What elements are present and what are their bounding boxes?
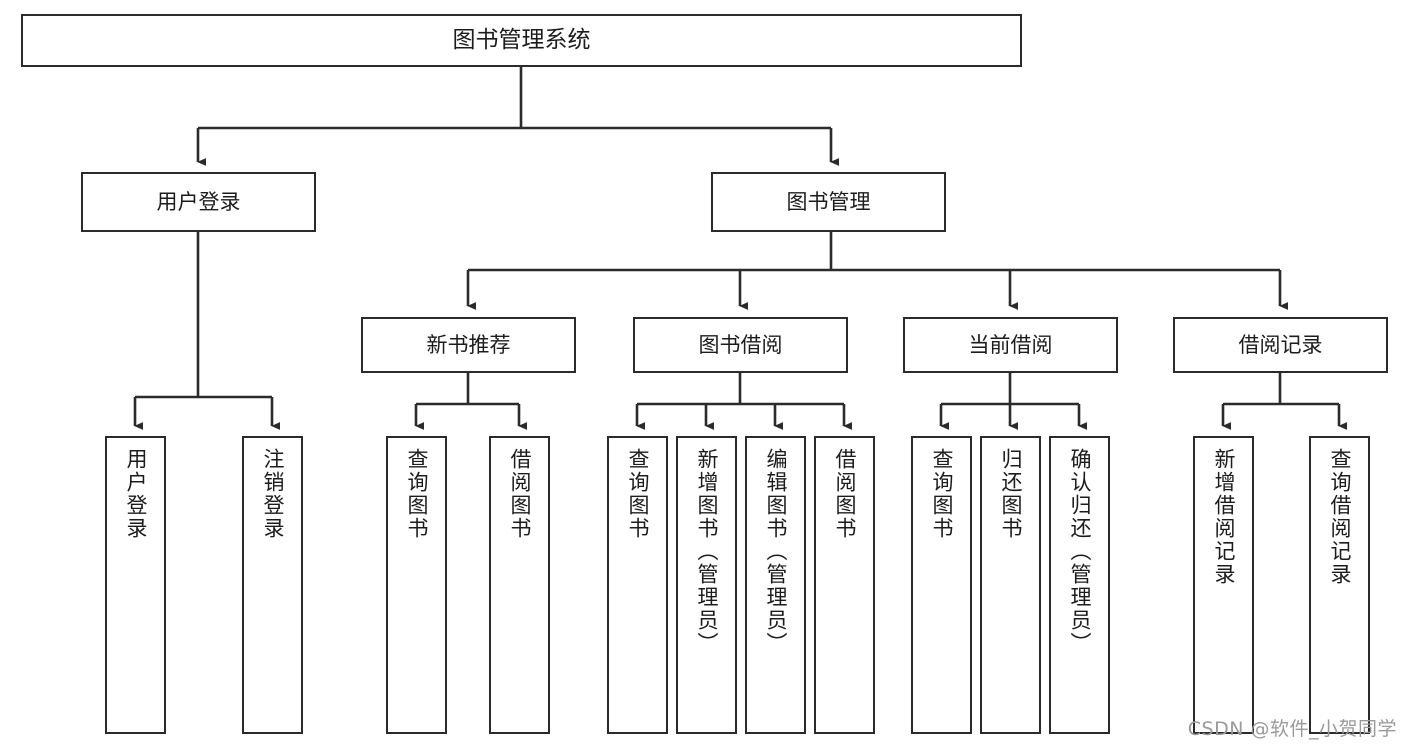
node-book-borrow[interactable]: 图书借阅 [633,317,848,373]
node-label: 新增借阅记录 [1212,448,1236,586]
leaf-new-book-query-books[interactable]: 查询图书 [386,436,447,734]
node-label: 图书借阅 [698,332,783,357]
leaf-book-borrow-query-books[interactable]: 查询图书 [607,436,668,734]
node-label: 归还图书 [999,448,1023,540]
node-new-book-recommend[interactable]: 新书推荐 [361,317,576,373]
node-user-login[interactable]: 用户登录 [81,172,316,232]
leaf-borrow-record-query-record[interactable]: 查询借阅记录 [1309,436,1370,734]
node-label: 新增图书（管理员） [695,448,719,655]
node-label: 查询图书 [626,448,650,540]
node-label: 确认归还（管理员） [1068,448,1092,655]
node-label: 用户登录 [156,189,241,214]
leaf-borrow-record-add-record[interactable]: 新增借阅记录 [1193,436,1254,734]
node-root-book-management-system[interactable]: 图书管理系统 [21,14,1022,67]
leaf-current-borrow-confirm-return-admin[interactable]: 确认归还（管理员） [1049,436,1110,734]
node-label: 借阅图书 [508,448,532,540]
node-label: 借阅记录 [1238,332,1323,357]
leaf-current-borrow-return-books[interactable]: 归还图书 [980,436,1041,734]
leaf-user-login-signin[interactable]: 用户登录 [105,436,166,734]
leaf-current-borrow-query-books[interactable]: 查询图书 [911,436,972,734]
leaf-book-borrow-borrow-books[interactable]: 借阅图书 [814,436,875,734]
node-label: 借阅图书 [833,448,857,540]
leaf-book-borrow-add-book-admin[interactable]: 新增图书（管理员） [676,436,737,734]
node-book-management[interactable]: 图书管理 [711,172,946,232]
node-label: 用户登录 [124,448,148,540]
leaf-book-borrow-edit-book-admin[interactable]: 编辑图书（管理员） [745,436,806,734]
node-label: 查询图书 [405,448,429,540]
node-label: 编辑图书（管理员） [764,448,788,655]
node-label: 当前借阅 [968,332,1053,357]
node-label: 查询借阅记录 [1328,448,1352,586]
leaf-user-login-signout[interactable]: 注销登录 [242,436,303,734]
node-current-borrow[interactable]: 当前借阅 [903,317,1118,373]
node-label: 新书推荐 [426,332,511,357]
node-label: 图书管理 [786,189,871,214]
node-label: 注销登录 [261,448,285,540]
node-borrow-record[interactable]: 借阅记录 [1173,317,1388,373]
leaf-new-book-borrow-books[interactable]: 借阅图书 [489,436,550,734]
node-label: 图书管理系统 [452,26,591,53]
node-label: 查询图书 [930,448,954,540]
